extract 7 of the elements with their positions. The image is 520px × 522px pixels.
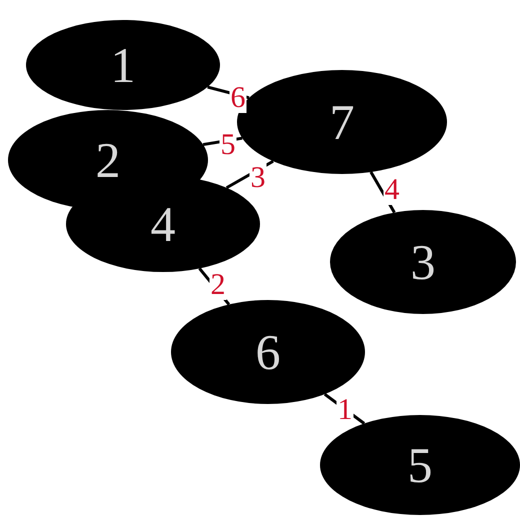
node-label: 5 <box>408 440 432 490</box>
node-label: 2 <box>96 135 120 185</box>
node-label: 7 <box>330 97 354 147</box>
node-label: 6 <box>256 327 280 377</box>
node-label: 3 <box>410 237 436 287</box>
node-label: 1 <box>110 40 136 90</box>
node-label: 4 <box>150 199 176 249</box>
